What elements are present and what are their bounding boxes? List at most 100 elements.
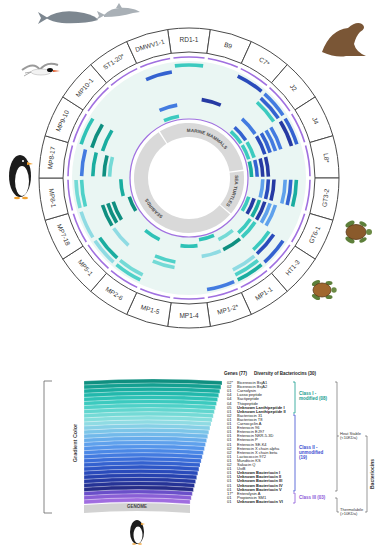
class-bracket (293, 382, 295, 413)
axis-label: Gradient Color (73, 424, 79, 463)
bacteriocin-track (257, 136, 265, 154)
bacteriocin-track (145, 230, 159, 239)
bacteriocin-track (271, 179, 274, 200)
bacteriocin-track (218, 230, 232, 239)
genome-label: GENOME (127, 505, 147, 510)
bacteriocin-track (121, 179, 123, 196)
sea-lion-icon (322, 23, 366, 56)
bacteriocin-track (175, 63, 203, 67)
bacteriocin-track (82, 150, 86, 177)
penguin-icon (9, 155, 33, 199)
bacteriocin-track (81, 212, 93, 238)
host-group-label: MARINE MAMMALS (187, 128, 228, 150)
bacteriocin-name: Unknown Bacteriocin VI (237, 500, 283, 504)
whale-icon (38, 11, 98, 24)
sample-segment (168, 28, 211, 53)
sample-segment (310, 178, 339, 220)
bacteriocin-track (100, 238, 118, 258)
column-heading: Diversity of Bacteriocins (30) (254, 372, 316, 377)
sample-segment (39, 178, 68, 220)
bacteriocin-track (266, 157, 269, 177)
bacteriocin-track (249, 161, 251, 177)
bacteriocin-track (266, 179, 269, 199)
gene-count: 01 (227, 500, 231, 504)
bacteriocin-track (199, 235, 214, 239)
class-bracket (293, 493, 295, 503)
host-group-label: SEABIRDS (144, 198, 164, 219)
genome-bar (84, 503, 190, 513)
dolphin-icon (96, 3, 140, 20)
sample-segment (207, 293, 251, 327)
tern-icon (22, 64, 60, 76)
class-label: Class III (03) (299, 496, 332, 501)
bacteriocin-track (164, 116, 179, 120)
bacteriocin-track (113, 202, 121, 220)
sample-segment (310, 136, 339, 178)
host-group-band (220, 171, 244, 213)
bacteriocin-track (253, 231, 269, 249)
sample-segment (45, 214, 83, 260)
bacteriocin-track (238, 219, 250, 233)
bacteriocin-track (103, 130, 112, 151)
bacteriocin-track (81, 119, 93, 145)
sample-segment (127, 30, 171, 64)
host-group-band (160, 123, 243, 172)
bacteriocin-track (223, 239, 240, 250)
sample-segment (39, 136, 68, 178)
host-group-label: SEA TURTLES (225, 175, 239, 207)
bacteriocins-bracket (365, 436, 367, 512)
bacteriocin-track (255, 160, 257, 177)
genome-track (68, 180, 72, 211)
bacteriocin-track (160, 105, 178, 110)
turtle-icon (344, 219, 372, 244)
sample-label: B9 (223, 41, 232, 49)
bacteriocin-track (233, 256, 254, 270)
bacteriocin-track (287, 180, 291, 205)
stability-label: Heat Stable (<10KDa) (340, 432, 363, 441)
stability-bracket (335, 382, 339, 491)
stability-label: Thermolabile (>10KDa) (340, 508, 364, 517)
sample-segment (168, 303, 211, 328)
bacteriocin-track (120, 260, 143, 275)
group-title: Bacteriocins (370, 459, 375, 489)
bacteriocin-track (93, 153, 96, 177)
sample-label: MP1-4 (179, 313, 198, 320)
stability-bracket (335, 498, 339, 512)
penguin-icon (130, 520, 145, 545)
bacteriocin-track (257, 102, 274, 121)
sample-segment (295, 97, 333, 143)
bacteriocin-track (180, 244, 197, 248)
class-bracket (293, 415, 295, 491)
bacteriocin-track (202, 251, 221, 257)
bacteriocin-track (260, 158, 263, 176)
genome-ring (130, 119, 248, 237)
bacteriocin-track (202, 100, 221, 106)
genome-track (173, 298, 204, 299)
bacteriocin-track (242, 145, 249, 159)
bacteriocin-track (242, 119, 255, 134)
class-label: Class I - modified (08) (299, 392, 332, 402)
bacteriocin-track (280, 122, 291, 146)
bacteriocin-track (293, 180, 297, 207)
bacteriocin-track (238, 76, 262, 91)
bacteriocin-track (82, 180, 86, 207)
bacteriocin-track (260, 179, 263, 197)
bacteriocin-track (104, 155, 107, 176)
genome-track (306, 146, 310, 177)
column-heading: Genes (77) (224, 372, 247, 377)
host-group-band (134, 132, 230, 233)
bacteriocin-track (155, 256, 175, 262)
sample-label: RD1-1 (180, 37, 199, 44)
bacteriocin-track (242, 197, 249, 211)
sample-label: L8* (322, 153, 330, 164)
bacteriocin-track (207, 282, 234, 290)
bacteriocin-track (231, 131, 241, 143)
class-label: Class II - unmodified (19) (299, 446, 332, 461)
bacteriocin-track (282, 180, 285, 204)
genome-track (306, 180, 310, 211)
track-ground (72, 61, 306, 295)
bacteriocin-track (146, 72, 172, 80)
bacteriocin-track (76, 180, 80, 208)
turtle-icon (311, 279, 337, 301)
